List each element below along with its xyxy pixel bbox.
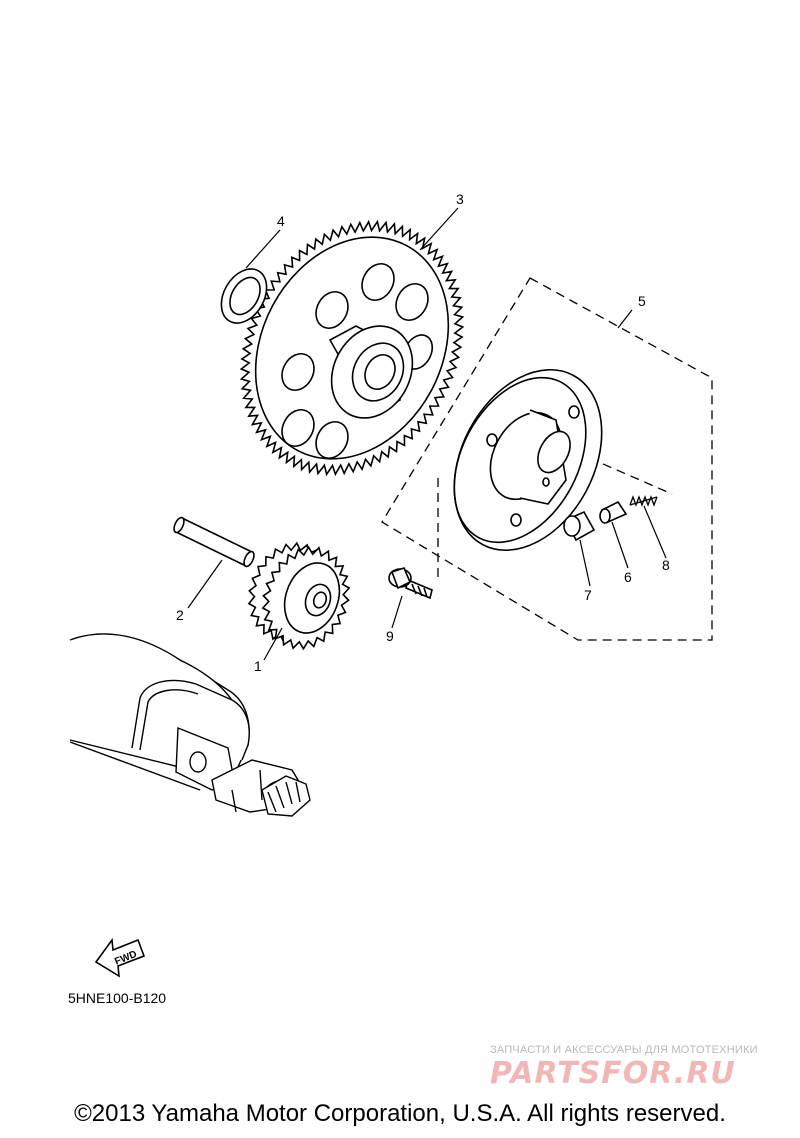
washer — [220, 268, 268, 324]
callout-6: 6 — [624, 569, 632, 585]
fwd-arrow-icon: FWD — [94, 937, 146, 978]
copyright-notice: ©2013 Yamaha Motor Corporation, U.S.A. A… — [74, 1100, 726, 1127]
callout-9: 9 — [386, 628, 394, 644]
callout-2: 2 — [176, 607, 184, 623]
clutch-plunger — [599, 500, 628, 524]
clutch-bolt — [388, 567, 433, 600]
clutch-roller — [563, 510, 596, 542]
diagram-code: 5HNE100-B120 — [68, 990, 167, 1006]
starter-wheel-gear — [239, 219, 465, 477]
callout-7: 7 — [584, 587, 592, 603]
one-way-clutch — [453, 368, 603, 552]
callout-5: 5 — [638, 293, 646, 309]
callout-1: 1 — [254, 658, 262, 674]
callout-3: 3 — [456, 191, 464, 207]
callout-4: 4 — [277, 213, 285, 229]
idler-gear — [247, 541, 351, 651]
watermark-tagline: ЗАПЧАСТИ И АКСЕССУАРЫ ДЛЯ МОТОТЕХНИКИ — [490, 1044, 758, 1056]
clutch-spring — [629, 495, 658, 507]
callout-8: 8 — [662, 557, 670, 573]
watermark-logo: PARTSFOR.RU — [490, 1056, 736, 1091]
starter-motor — [69, 633, 311, 817]
leader-lines — [187, 207, 667, 661]
idler-shaft — [173, 516, 255, 568]
